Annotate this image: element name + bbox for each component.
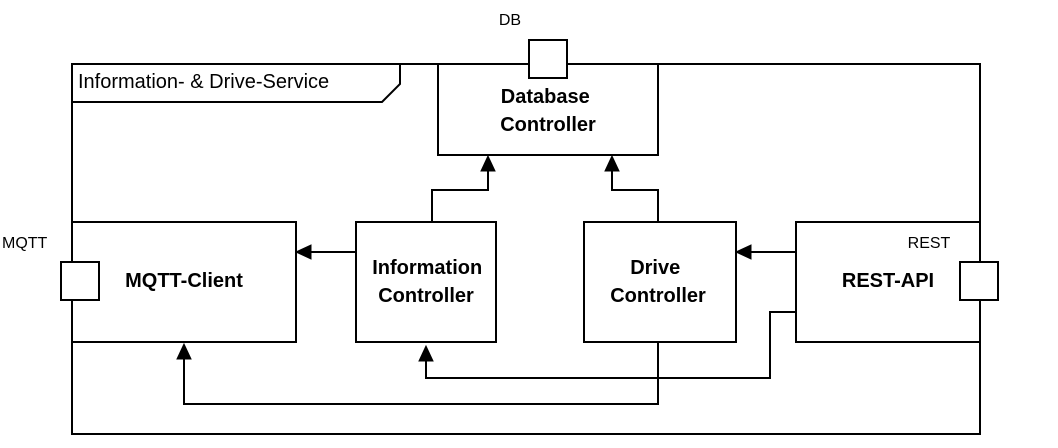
rest-port — [959, 261, 999, 301]
info-to-mqtt-arrowhead — [294, 244, 312, 260]
drive-to-database-arrowhead — [604, 154, 620, 172]
rest-to-info-edge — [425, 311, 796, 379]
drive-to-mqtt-arrowhead — [176, 342, 192, 360]
information-controller-label: Information Controller — [372, 257, 488, 307]
service-frame-title: Information- & Drive-Service — [78, 71, 329, 93]
mqtt-port — [60, 261, 100, 301]
rest-to-info-arrowhead — [418, 344, 434, 362]
drive-to-database-edge — [611, 168, 659, 222]
rest-api-node: REST-API — [795, 221, 981, 343]
service-frame-tab — [71, 63, 401, 103]
drive-controller-label: Drive Controller — [610, 257, 706, 307]
drive-controller-node: Drive Controller — [583, 221, 737, 343]
mqtt-port-label: MQTT — [2, 235, 48, 252]
rest-api-label: REST-API — [842, 270, 934, 292]
rest-port-label: REST — [908, 235, 951, 252]
rest-to-drive-arrowhead — [734, 244, 752, 260]
database-controller-label: Database Controller — [500, 86, 596, 136]
info-to-database-edge — [431, 168, 489, 222]
info-to-database-arrowhead — [480, 154, 496, 172]
drive-to-mqtt-edge — [183, 342, 659, 405]
mqtt-client-node: MQTT-Client — [71, 221, 297, 343]
information-controller-node: Information Controller — [355, 221, 497, 343]
db-port-label: DB — [499, 12, 521, 29]
db-port — [528, 39, 568, 79]
mqtt-client-label: MQTT-Client — [125, 270, 243, 292]
